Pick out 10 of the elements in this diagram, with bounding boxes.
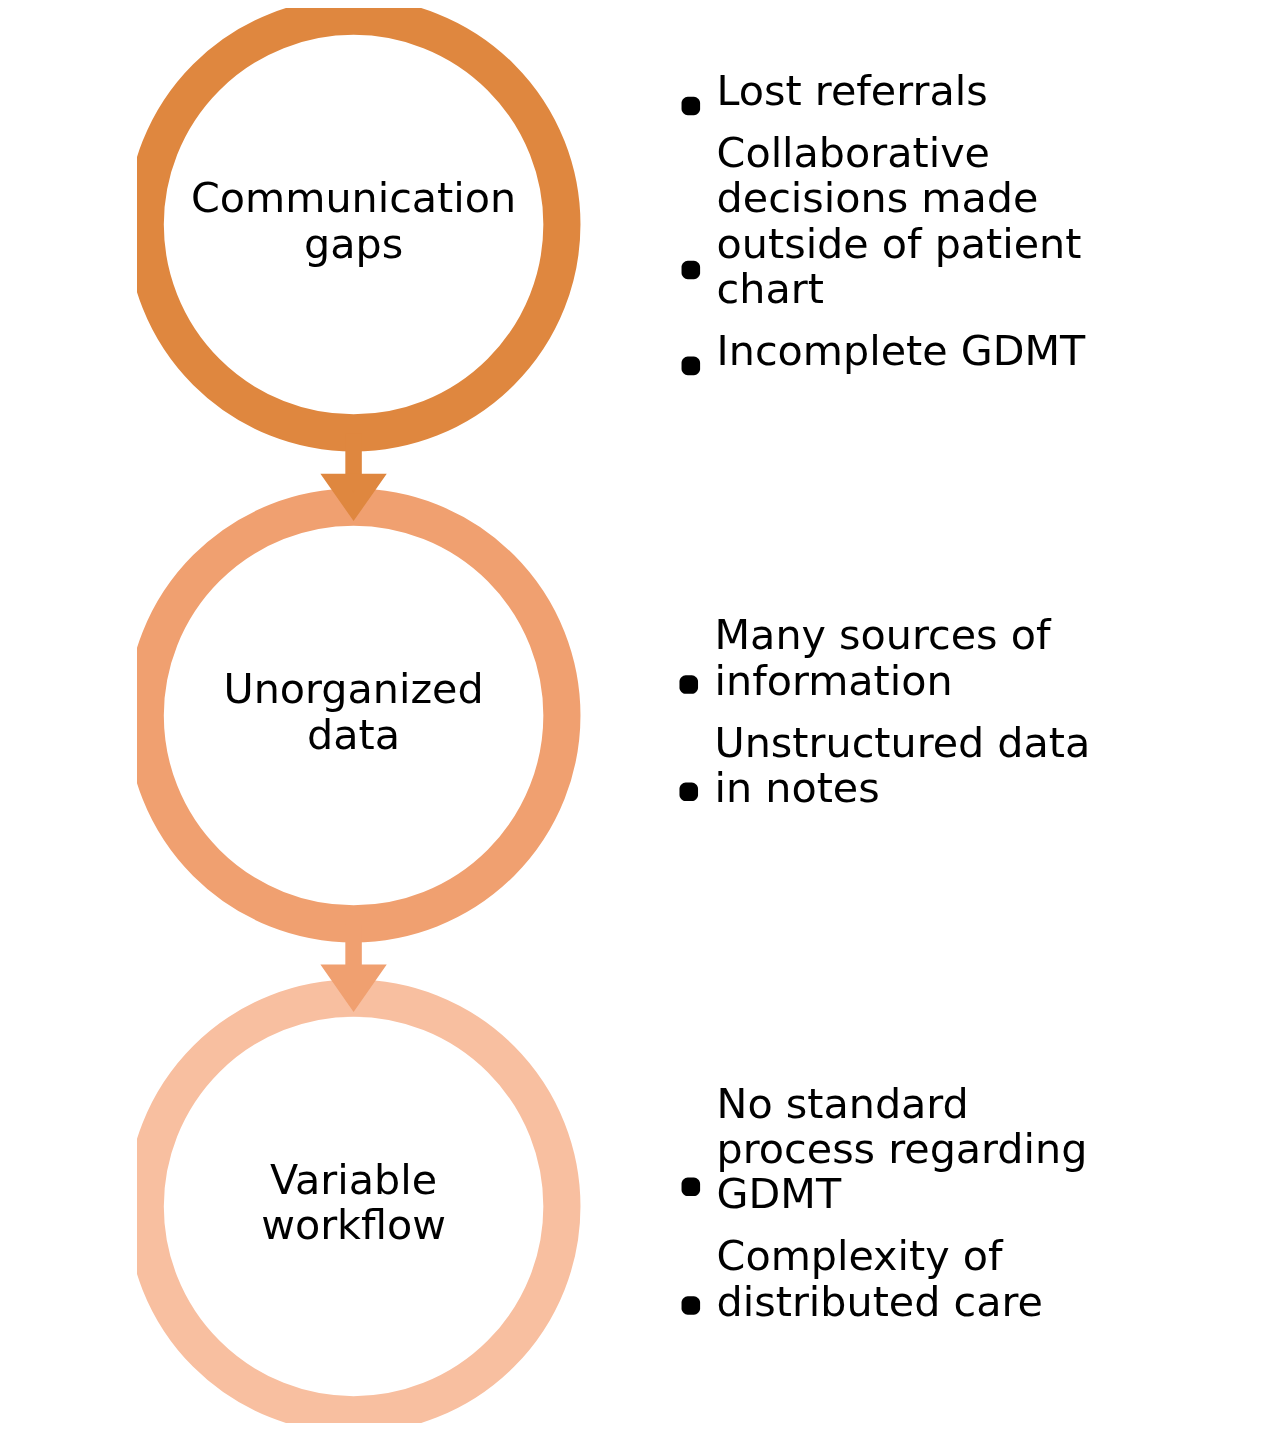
node-label: Lost referrals <box>716 66 988 115</box>
node-label: Many sources of information <box>714 611 1051 705</box>
node-circle: Communication gaps <box>137 8 581 452</box>
node-label: Unstructured data in notes <box>714 718 1091 813</box>
node-label: Complexity of distributed care <box>716 1232 1043 1326</box>
node-label: Incomplete GDMT <box>716 326 1086 375</box>
node-circle: Unorganized data <box>137 488 581 943</box>
node-circle: Variable workflow <box>137 979 581 1423</box>
node-label: No standard process regarding GDMT <box>716 1079 1088 1219</box>
node-label: Collaborative decisions made outside of patient chart <box>716 128 1082 313</box>
